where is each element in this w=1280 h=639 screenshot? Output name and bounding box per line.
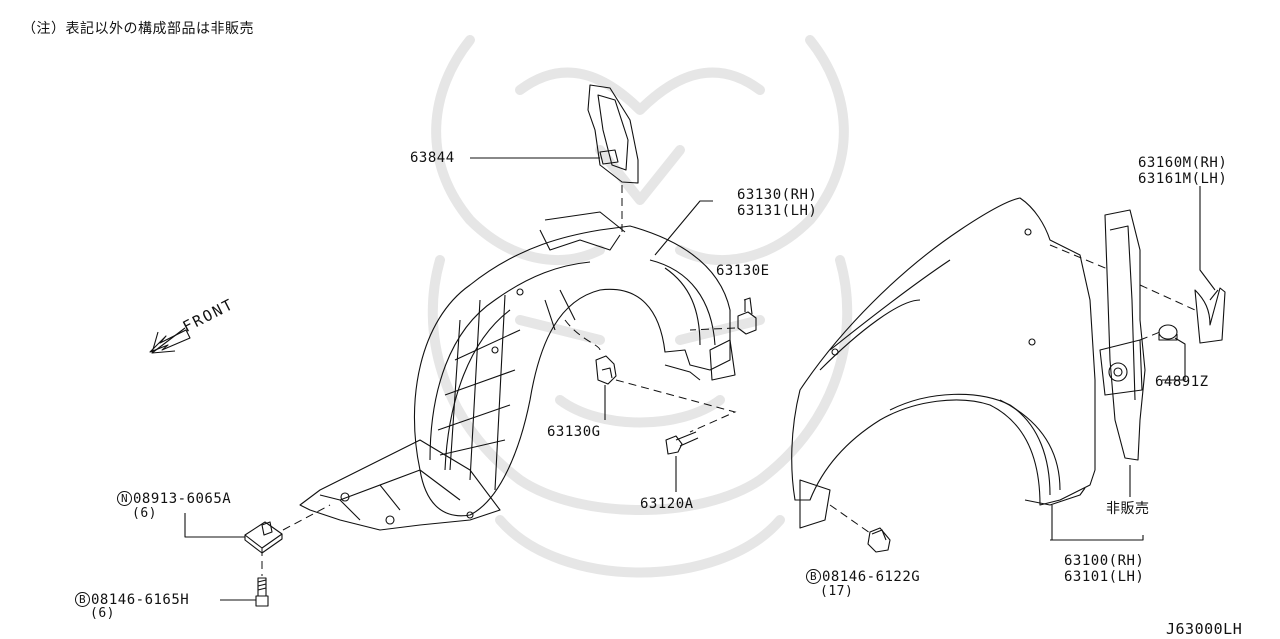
bolt-part-number: 08146-6122G	[822, 569, 921, 585]
bolt-08146-6122g	[867, 527, 891, 553]
label-63161m-lh[interactable]: 63161M(LH)	[1138, 171, 1228, 187]
clip-63130g	[595, 355, 617, 385]
label-63160m-rh[interactable]: 63160M(RH)	[1138, 155, 1228, 171]
clip-63130e	[737, 297, 757, 335]
cover-63160m	[1194, 287, 1226, 344]
bolt-quantity: (6)	[90, 606, 115, 621]
label-64891z[interactable]: 64891Z	[1155, 374, 1209, 390]
label-not-sold: 非販売	[1106, 501, 1150, 517]
diagram-code: J63000LH	[1166, 620, 1243, 638]
nut-08913-6065a	[244, 521, 283, 554]
bolt-symbol: B	[75, 592, 90, 607]
nut-part-number: 08913-6065A	[133, 491, 232, 507]
nut-quantity: (6)	[132, 506, 157, 521]
bolt-quantity: (17)	[820, 584, 854, 599]
dashed-guide-lines	[261, 185, 1196, 576]
label-63130e[interactable]: 63130E	[716, 263, 770, 279]
fender-panel-63100	[791, 197, 1096, 529]
screw-63120a	[665, 431, 699, 455]
fender-side-bracket	[1099, 209, 1146, 461]
bracket-63844	[587, 84, 639, 184]
label-63101-lh[interactable]: 63101(LH)	[1064, 569, 1145, 585]
bolt-08146-6165h	[255, 577, 269, 607]
note-non-sale-parts: （注）表記以外の構成部品は非販売	[22, 21, 254, 37]
cap-64891z	[1158, 324, 1178, 341]
nut-symbol: N	[117, 491, 132, 506]
label-63844[interactable]: 63844	[410, 150, 455, 166]
label-63131-lh[interactable]: 63131(LH)	[737, 203, 818, 219]
fender-liner-63130	[299, 211, 736, 531]
bolt-symbol: B	[806, 569, 821, 584]
leader-lines	[184, 157, 1216, 601]
label-63100-rh[interactable]: 63100(RH)	[1064, 553, 1145, 569]
label-63130-rh[interactable]: 63130(RH)	[737, 187, 818, 203]
label-63120a[interactable]: 63120A	[640, 496, 694, 512]
bolt-part-number: 08146-6165H	[91, 592, 190, 608]
front-arrow	[149, 327, 191, 354]
label-63130g[interactable]: 63130G	[547, 424, 601, 440]
